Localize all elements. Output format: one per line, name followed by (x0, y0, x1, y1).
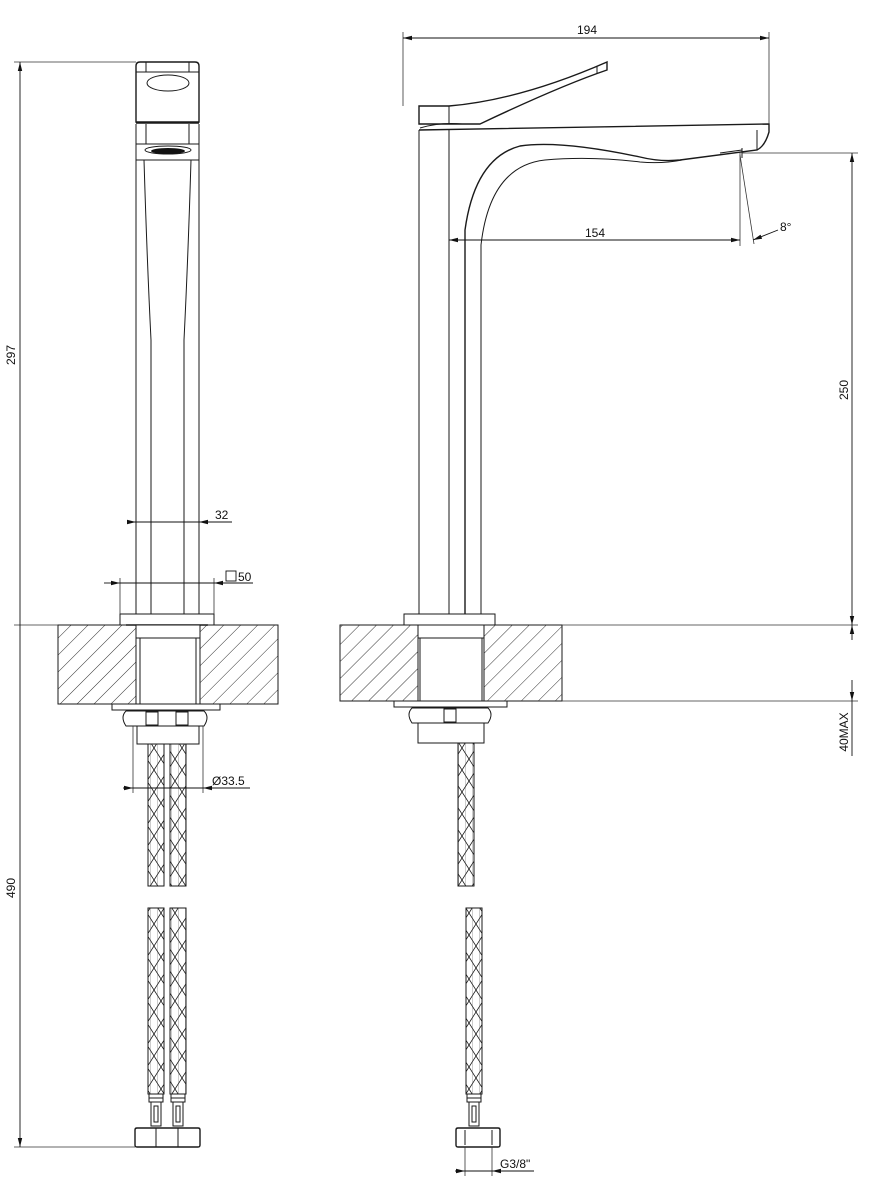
side-deck-section (339, 624, 858, 702)
dim-40max: 40MAX (837, 625, 855, 756)
diameter-symbol-icon: Ø (212, 774, 221, 788)
dim-490: 490 (4, 625, 135, 1148)
side-lever (418, 60, 608, 129)
front-nut (111, 703, 221, 745)
dim-label-297: 297 (4, 345, 18, 365)
side-spout (418, 123, 770, 614)
dim-diameter-33-5: Ø33.5 (123, 726, 250, 793)
front-view: 297 490 32 50 (4, 61, 279, 1148)
dim-label-490: 490 (4, 878, 18, 898)
side-view: 194 154 8° 250 40MAX (339, 23, 858, 1176)
dim-label-8-deg: 8° (780, 220, 792, 234)
front-deck-section (57, 624, 279, 705)
dim-label-33-5: Ø33.5 (212, 774, 245, 788)
dim-label-32: 32 (215, 508, 229, 522)
front-body (135, 159, 200, 614)
dim-label-250: 250 (837, 380, 851, 400)
square-symbol-icon (225, 570, 237, 582)
dim-297: 297 (4, 61, 136, 626)
front-handle (135, 61, 200, 144)
dim-g3-8: G3/8" (455, 1147, 534, 1176)
front-aerator (135, 143, 200, 161)
dim-194: 194 (402, 23, 770, 124)
dim-square-50: 50 (104, 570, 253, 614)
dim-label-40max: 40MAX (837, 712, 851, 751)
dim-label-194: 194 (577, 23, 597, 37)
dim-154: 154 (449, 153, 741, 246)
dim-angle-8: 8° (739, 154, 792, 245)
front-hoses (134, 743, 201, 1148)
dim-label-50: 50 (238, 570, 252, 584)
side-hose (455, 742, 501, 1148)
dim-label-154: 154 (585, 226, 605, 240)
dim-label-g3-8: G3/8" (500, 1157, 530, 1171)
dim-250: 250 (742, 152, 858, 625)
front-base-plate (119, 613, 215, 626)
side-nut (393, 700, 508, 744)
dim-32: 32 (127, 508, 232, 525)
side-base-plate (403, 613, 496, 626)
